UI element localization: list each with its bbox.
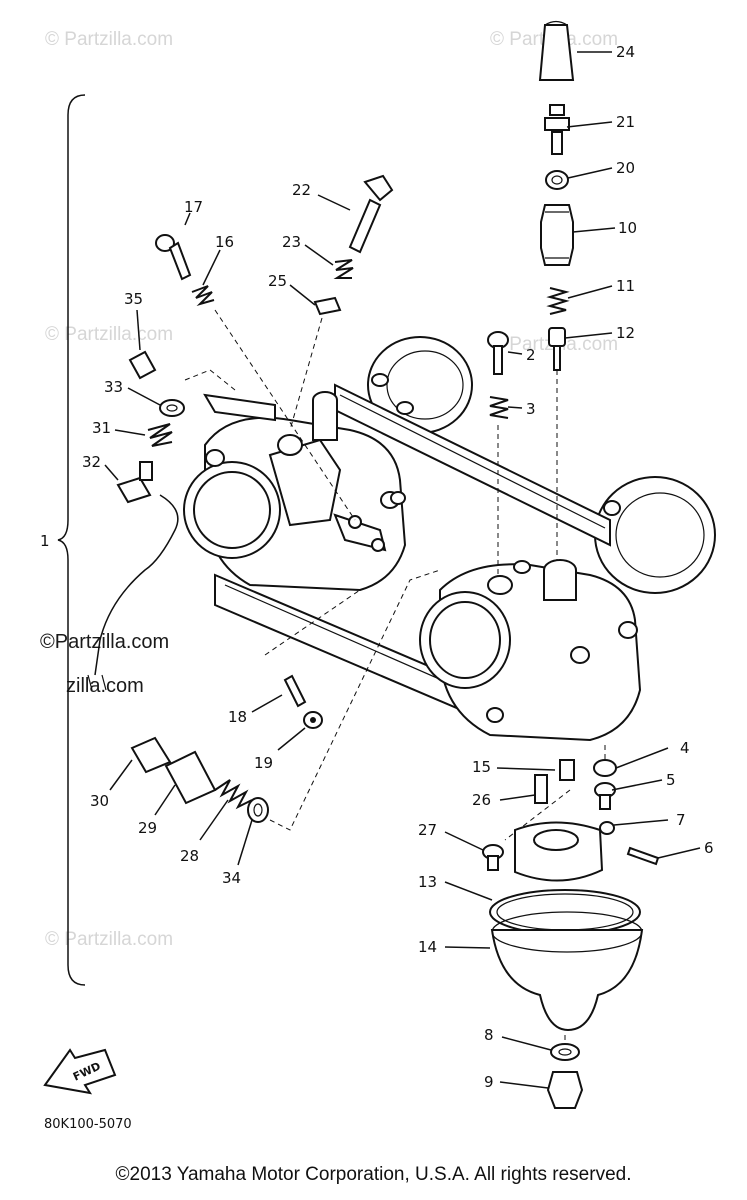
part-5-screw [594,782,616,810]
callout-20: 20 [616,159,635,177]
part-18-pin [283,674,307,708]
callout-3: 3 [526,400,536,418]
callout-15: 15 [472,758,491,776]
callout-34: 34 [222,869,241,887]
part-23-spring [333,259,354,279]
callout-10: 10 [618,219,637,237]
callout-26: 26 [472,791,491,809]
part-16-spring [191,285,215,307]
part-2-screw [487,331,509,375]
part-30-collar [130,736,172,774]
part-27-screw [482,844,504,871]
callout-29: 29 [138,819,157,837]
diagram-code: 80K100-5070 [44,1117,132,1132]
part-14-bowl [490,911,644,1032]
part-8-washer [550,1043,580,1061]
fuel-hose [94,494,179,676]
leader-lines [104,51,701,1089]
callout-6: 6 [704,839,714,857]
callout-21: 21 [616,113,635,131]
watermark: © Partzilla.com [45,929,173,950]
watermark: © Partzilla.com [45,29,173,50]
callout-4: 4 [680,739,690,757]
callout-14: 14 [418,938,437,956]
part-34-washer [247,797,269,823]
part-17-screw [155,234,192,281]
callout-9: 9 [484,1073,494,1091]
callout-27: 27 [418,821,437,839]
part-21-screw [544,104,570,155]
part-15-jet [559,759,575,781]
callout-12: 12 [616,324,635,342]
callout-17: 17 [184,198,203,216]
part-19-washer [303,711,323,729]
carburetor-body [183,336,716,742]
part-29-sleeve [164,750,217,805]
callouts: 24 21 20 10 11 12 22 17 16 23 25 35 33 3… [40,43,714,1091]
part-11-spring [546,287,570,315]
callout-30: 30 [90,792,109,810]
callout-22: 22 [292,181,311,199]
part-6-pin [626,846,660,866]
part-35-cap [128,350,157,380]
callout-13: 13 [418,873,437,891]
callout-18: 18 [228,708,247,726]
part-10-body [540,204,574,266]
callout-25: 25 [268,272,287,290]
part-3-spring [489,396,509,419]
part-9-plug [546,1071,584,1109]
callout-24: 24 [616,43,635,61]
callout-1: 1 [40,532,50,550]
callout-2: 2 [526,346,536,364]
callout-31: 31 [92,419,111,437]
callout-7: 7 [676,811,686,829]
part-31-spring [147,423,173,447]
callout-35: 35 [124,290,143,308]
watermark-dark: ©Partzilla.com [40,631,169,653]
part-25-nut [313,296,342,316]
part-22-screw [348,174,394,254]
fwd-arrow: FWD [43,1048,117,1095]
assembly-bracket [57,94,86,986]
watermark: © Partzilla.com [45,324,173,345]
part-26-jet [534,774,548,804]
callout-32: 32 [82,453,101,471]
callout-23: 23 [282,233,301,251]
part-20-nut [545,170,569,190]
callout-16: 16 [215,233,234,251]
part-7-clip [599,821,615,835]
callout-5: 5 [666,771,676,789]
callout-33: 33 [104,378,123,396]
part-28-spring [214,779,253,810]
callout-28: 28 [180,847,199,865]
part-32-fitting [116,461,153,504]
copyright-notice: ©2013 Yamaha Motor Corporation, U.S.A. A… [115,1164,632,1185]
part-4-washer [593,759,617,777]
part-24-cap [538,20,575,81]
part-float [514,821,604,882]
callout-11: 11 [616,277,635,295]
callout-8: 8 [484,1026,494,1044]
callout-19: 19 [254,754,273,772]
part-33-washer [159,399,185,417]
